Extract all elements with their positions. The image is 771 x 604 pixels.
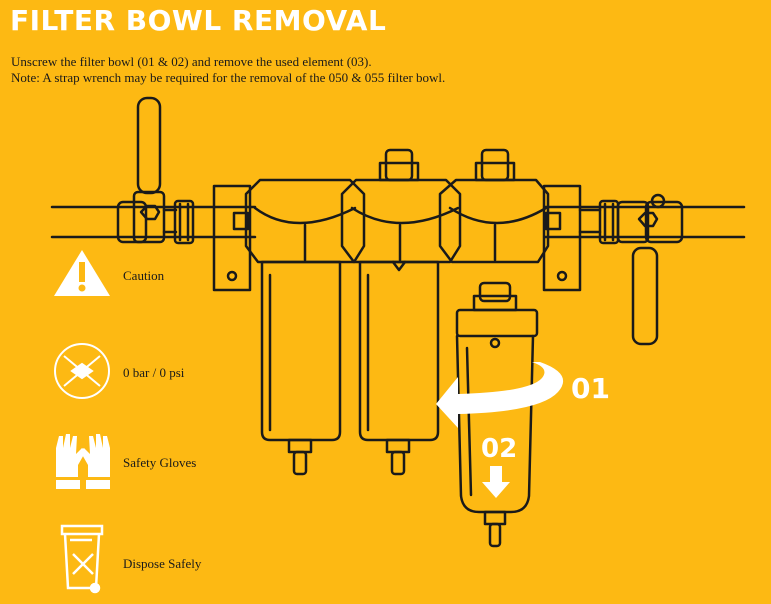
right-bracket [542,184,582,292]
pipe-right [543,205,746,239]
filter-bowl-1 [260,260,342,476]
legend-pressure-label: 0 bar / 0 psi [123,365,185,380]
rotate-arrow [436,362,564,428]
pipe-left [50,205,257,239]
filter-bowl-2 [358,260,440,476]
left-ball-valve [116,96,195,245]
step-01-label: 01 [571,372,610,405]
safety-gloves-icon [56,434,110,489]
instruction-line-2: Note: A strap wrench may be required for… [11,70,446,85]
legend-caution-label: Caution [123,268,165,283]
step-02-label: 02 [481,434,517,464]
right-ball-valve [578,193,684,346]
filter-head-3 [438,148,550,264]
instruction-line-1: Unscrew the filter bowl (01 & 02) and re… [11,54,372,69]
pressure-zero-icon [54,343,110,399]
page-title: FILTER BOWL REMOVAL [10,4,387,37]
legend-gloves-label: Safety Gloves [123,455,197,470]
caution-icon [54,250,110,296]
dispose-bin-icon [60,524,104,594]
down-arrow [482,466,510,498]
legend-dispose-label: Dispose Safely [123,556,202,571]
removed-filter-bowl [455,281,539,548]
left-bracket [212,184,252,292]
